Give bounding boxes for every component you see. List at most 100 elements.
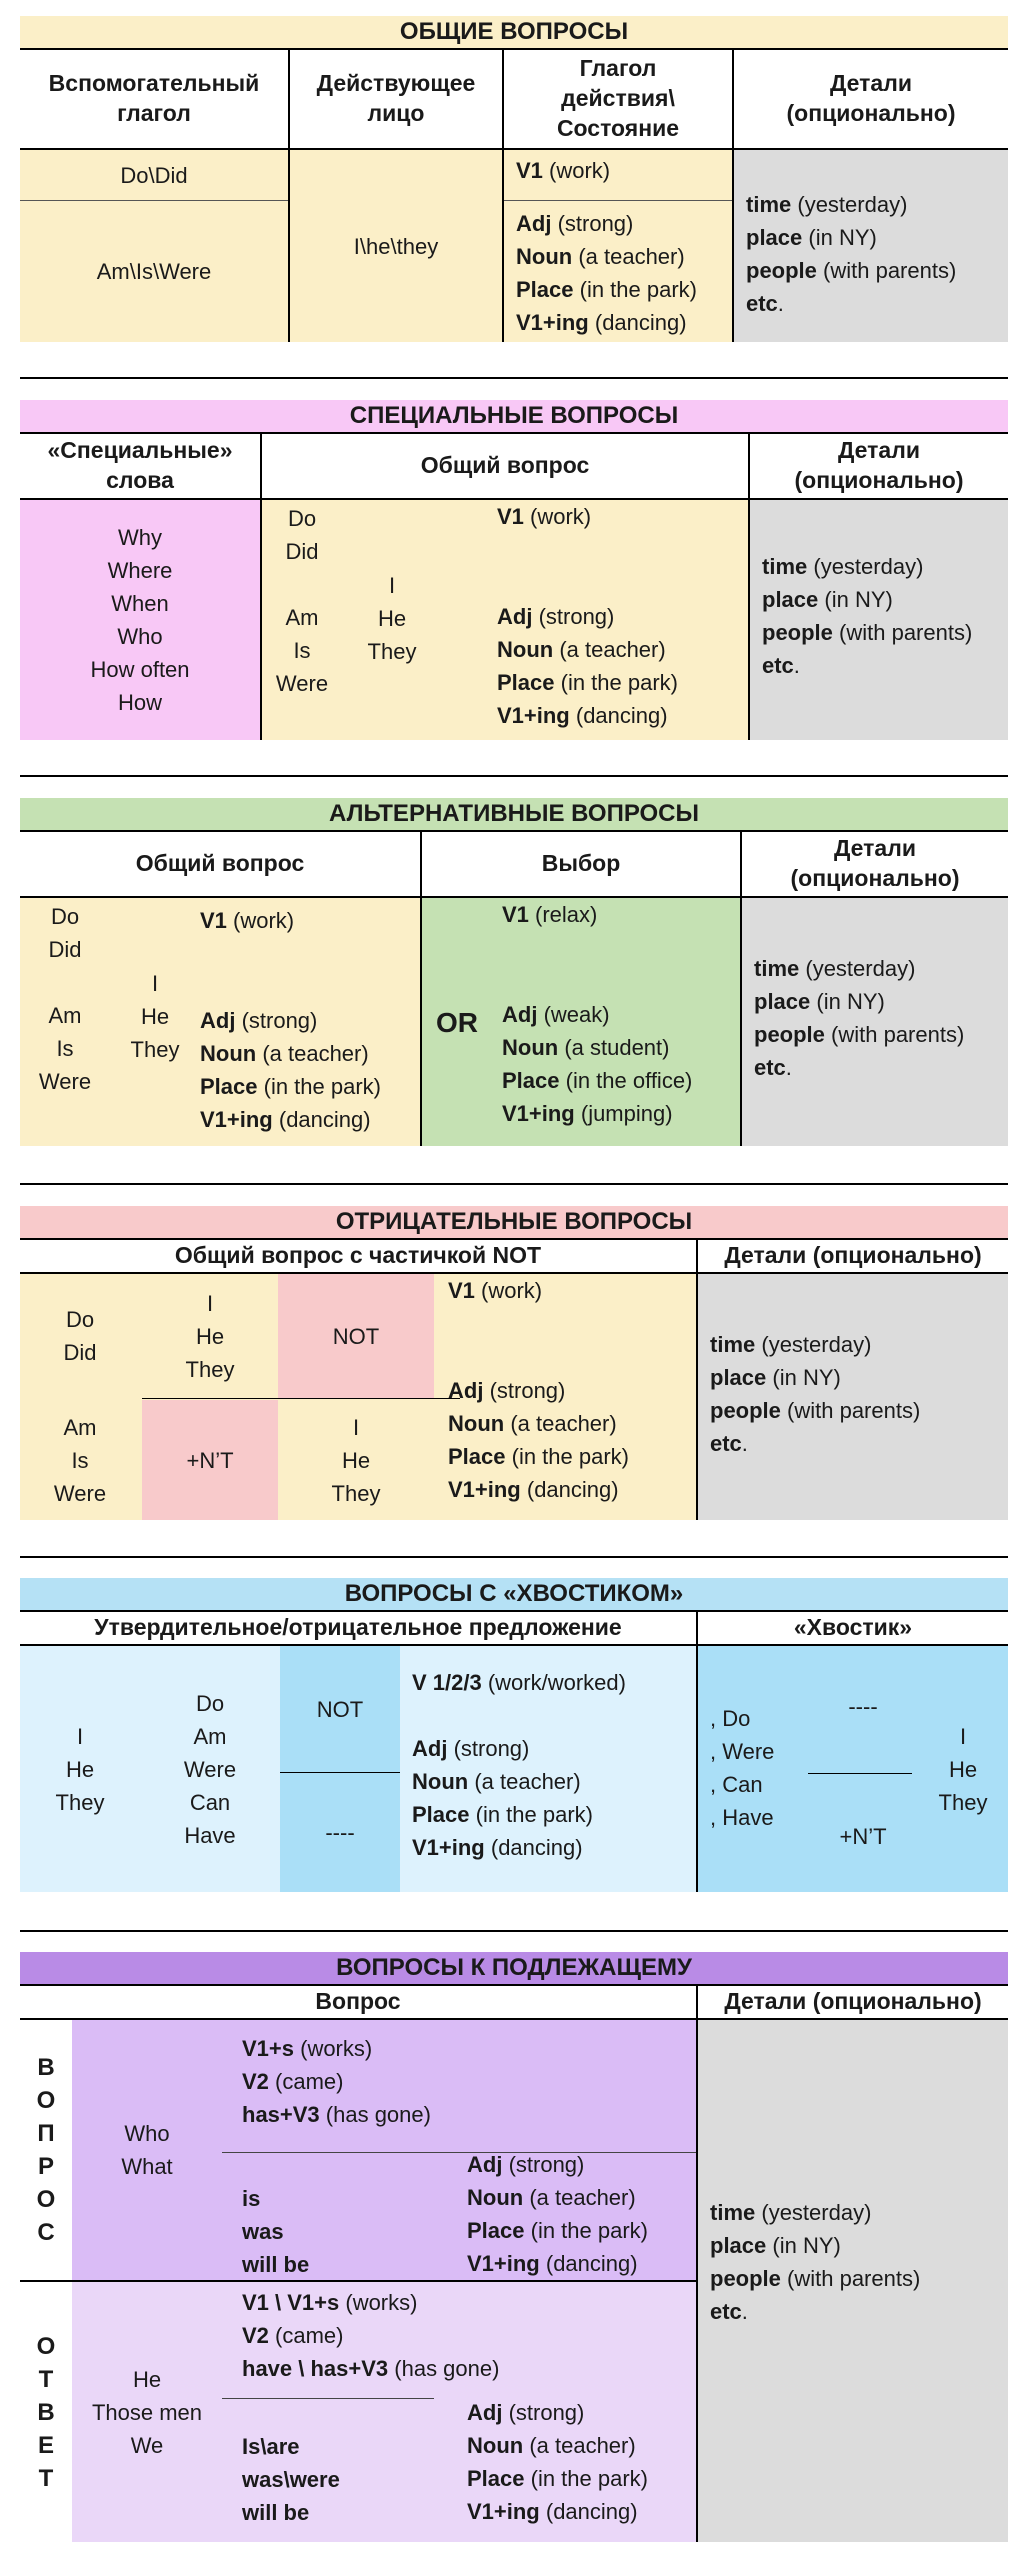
example: (has gone): [319, 2102, 431, 2127]
term: V1+ing: [497, 703, 570, 728]
list-item: He: [195, 1323, 225, 1349]
choice-action-cell: V1 (relax): [502, 898, 740, 938]
text-line: Is\are: [242, 2430, 422, 2463]
term: V1+ing: [448, 1477, 521, 1502]
term: V2: [242, 2323, 269, 2348]
term: V1 \ V1+s: [242, 2290, 340, 2315]
term: people: [710, 1398, 781, 1423]
example: (in the park): [554, 670, 678, 695]
verb-action-cell: V 1/2/3 (work/worked): [412, 1666, 696, 1706]
header-verb: Глагол действия\ Состояние: [556, 55, 680, 141]
term: Adj: [200, 1008, 236, 1033]
text-line: place (in NY): [710, 2229, 996, 2262]
header-tail: «Хвостик»: [793, 1614, 913, 1641]
header-details: Детали (опционально): [790, 835, 960, 891]
not-cell: NOT: [280, 1646, 400, 1772]
example: (yesterday): [755, 1332, 872, 1357]
list-item: Who: [124, 2121, 170, 2146]
text-line: will be: [242, 2496, 422, 2529]
divider: [260, 432, 262, 740]
term: Place: [516, 277, 574, 302]
list-item: Do: [195, 1690, 225, 1716]
list-item: , Were: [710, 1739, 775, 1764]
details-cell: time (yesterday)place (in NY)people (wit…: [698, 1274, 1008, 1520]
term: V1+ing: [502, 1101, 575, 1126]
text-line: Adj (strong): [467, 2396, 696, 2429]
text-line: Noun (a teacher): [467, 2429, 696, 2462]
list-item: Did: [63, 1340, 97, 1365]
verb-action-cell: V1 (work): [497, 500, 747, 540]
term: Place: [412, 1802, 470, 1827]
example: (in the park): [524, 2218, 648, 2243]
term: etc: [710, 1431, 742, 1456]
section-separator: [20, 775, 1008, 777]
term: Noun: [467, 2185, 524, 2210]
list-item: О: [36, 2087, 56, 2114]
section-title: СПЕЦИАЛЬНЫЕ ВОПРОСЫ: [20, 400, 1008, 432]
example: .: [777, 291, 784, 316]
example: (jumping): [574, 1101, 673, 1126]
list-item: I: [206, 1290, 214, 1316]
example: (work): [226, 908, 295, 933]
term: Noun: [200, 1041, 257, 1066]
divider: [420, 830, 422, 1146]
text-line: time (yesterday): [710, 2196, 996, 2229]
term: Noun: [412, 1769, 469, 1794]
section-separator: [20, 377, 1008, 379]
term: place: [746, 225, 803, 250]
example: (work/worked): [481, 1670, 626, 1695]
list-item: They: [55, 1789, 105, 1815]
verb-state-cell: Adj (strong)Noun (a teacher)Place (in th…: [448, 1374, 696, 1514]
list-item: О: [36, 2186, 56, 2213]
term: V1+ing: [200, 1107, 273, 1132]
divider: [20, 896, 1008, 898]
text-line: V1+ing (dancing): [467, 2247, 696, 2280]
text-line: people (with parents): [710, 2262, 996, 2295]
text-line: people (with parents): [754, 1018, 996, 1051]
list-item: They: [367, 638, 417, 664]
term: Adj: [502, 1002, 538, 1027]
text-line: Place (in the park): [448, 1440, 696, 1473]
alternative-questions-section: АЛЬТЕРНАТИВНЫЕ ВОПРОСЫ Общий вопрос Выбо…: [20, 798, 1008, 1146]
term: people: [754, 1022, 825, 1047]
example: .: [785, 1055, 792, 1080]
term: etc: [754, 1055, 786, 1080]
divider: [20, 48, 1008, 50]
divider: [696, 1238, 698, 1520]
list-item: , Can: [710, 1772, 763, 1797]
text-line: Adj (strong): [497, 600, 747, 633]
section-title: ОБЩИЕ ВОПРОСЫ: [20, 16, 1008, 48]
question-verbs: V1+s (works)V2 (came)has+V3 (has gone): [242, 2032, 682, 2132]
term: etc: [710, 2299, 742, 2324]
aux-am-is-were: Am\Is\Were: [20, 201, 288, 342]
header-general-question: Общий вопрос: [420, 452, 590, 479]
list-item: , Have: [710, 1805, 774, 1830]
term: Noun: [516, 244, 573, 269]
term: V1+ing: [467, 2499, 540, 2524]
example: (in the park): [505, 1444, 629, 1469]
section-separator: [20, 1183, 1008, 1185]
list-item: Am: [48, 1002, 82, 1028]
text-line: people (with parents): [746, 254, 996, 287]
header-question: Вопрос: [315, 1988, 401, 2015]
text-line: Noun (a teacher): [448, 1407, 696, 1440]
details-cell: time (yesterday)place (in NY)people (wit…: [742, 898, 1008, 1146]
example: (works): [339, 2290, 418, 2315]
negative-questions-section: ОТРИЦАТЕЛЬНЫЕ ВОПРОСЫ Общий вопрос с час…: [20, 1206, 1008, 1520]
text-line: Adj (strong): [467, 2148, 696, 2181]
text-line: Noun (a student): [502, 1031, 740, 1064]
divider: [696, 1984, 698, 2542]
divider: [20, 830, 1008, 832]
divider: [20, 432, 1008, 434]
list-item: I: [151, 970, 159, 996]
header-details: Детали (опционально): [786, 70, 956, 126]
text-line: V2 (came): [242, 2065, 682, 2098]
term: Place: [467, 2466, 525, 2491]
